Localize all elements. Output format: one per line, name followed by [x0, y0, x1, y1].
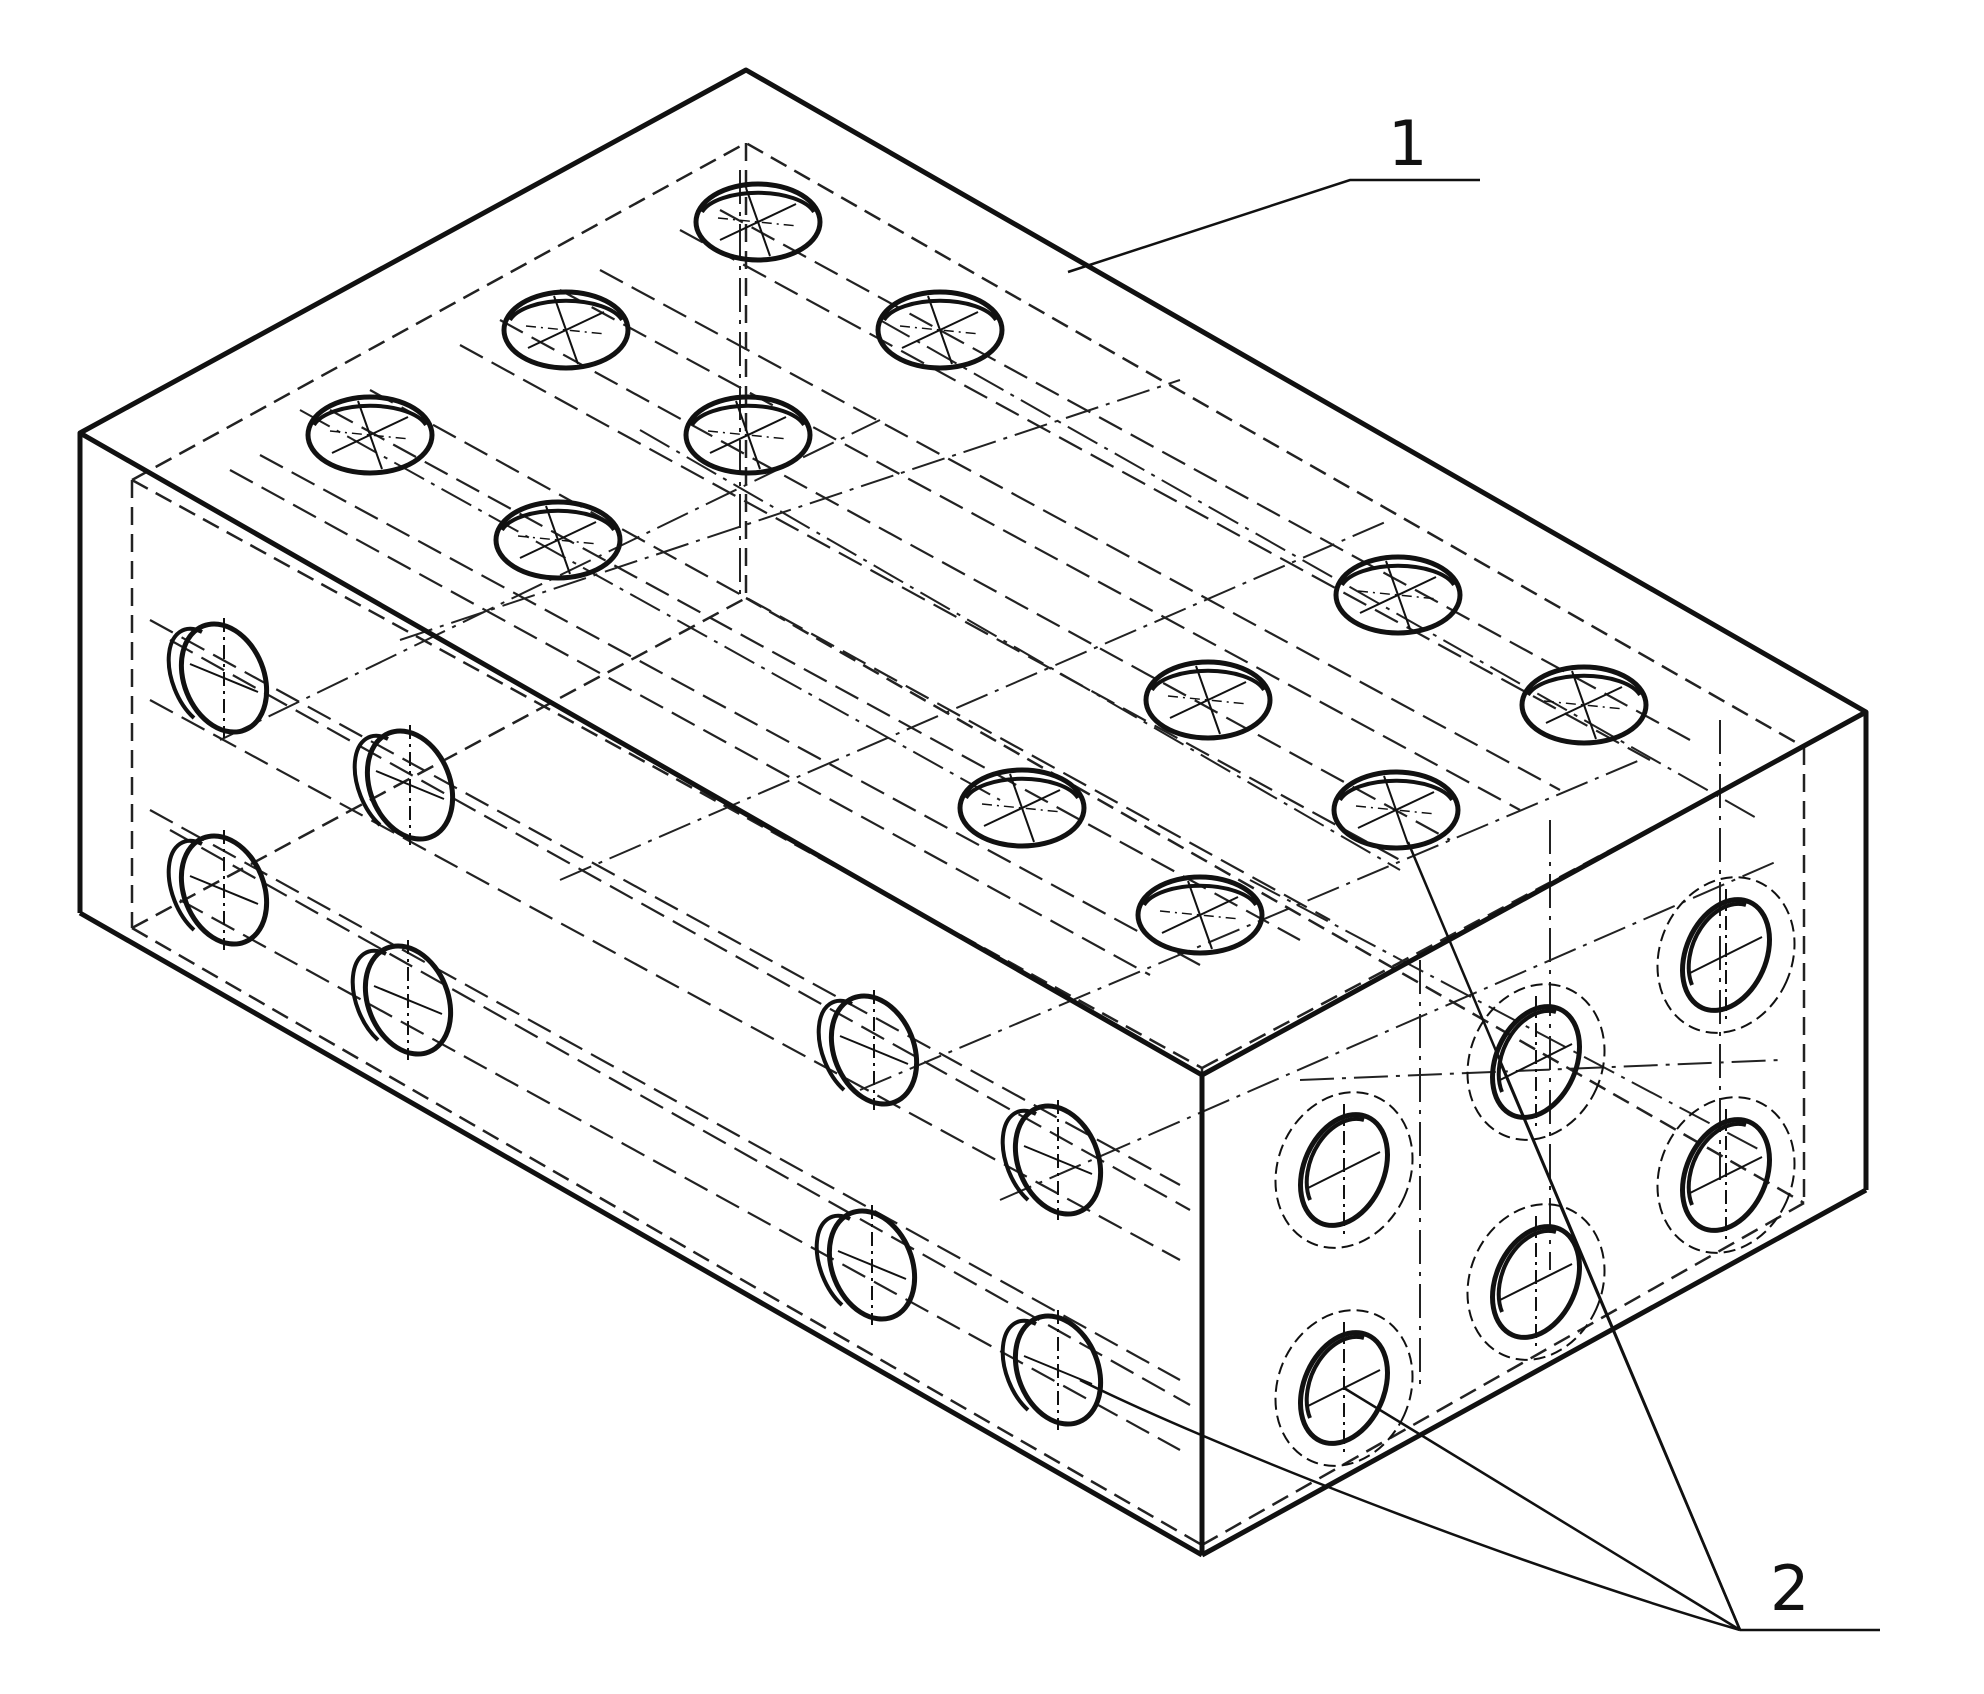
- leader-lines: [1067, 178, 1880, 1632]
- side-hole: [352, 718, 468, 852]
- top-hole: [496, 502, 620, 578]
- top-hole: [686, 397, 810, 473]
- center-lines: [219, 170, 1781, 1390]
- top-hole: [960, 770, 1084, 846]
- side-hole: [816, 983, 932, 1117]
- top-hole: [308, 397, 432, 473]
- end-hole: [1633, 1075, 1819, 1275]
- side-hole: [166, 823, 282, 957]
- end-hole: [1443, 1182, 1629, 1382]
- end-face-holes: [1251, 855, 1819, 1488]
- side-hole: [166, 611, 282, 745]
- top-hole: [696, 184, 820, 260]
- end-hole: [1633, 855, 1819, 1055]
- hidden-bore-lines-side: [149, 619, 1191, 1451]
- top-hole: [1334, 772, 1458, 848]
- side-hole: [1000, 1303, 1116, 1437]
- hidden-bore-lines-top: [229, 209, 1691, 976]
- top-hole: [1138, 877, 1262, 953]
- outer-block-edges: [77, 67, 1869, 1558]
- side-hole: [814, 1198, 930, 1332]
- side-face-holes: [166, 611, 1116, 1437]
- hidden-inner-edges: [130, 141, 1806, 1547]
- callout-label-2: 2: [1770, 1552, 1809, 1625]
- top-hole: [1146, 662, 1270, 738]
- end-hole: [1251, 1070, 1437, 1270]
- top-face-holes: [308, 184, 1646, 953]
- callout-label-1: 1: [1388, 107, 1427, 180]
- side-hole: [1000, 1093, 1116, 1227]
